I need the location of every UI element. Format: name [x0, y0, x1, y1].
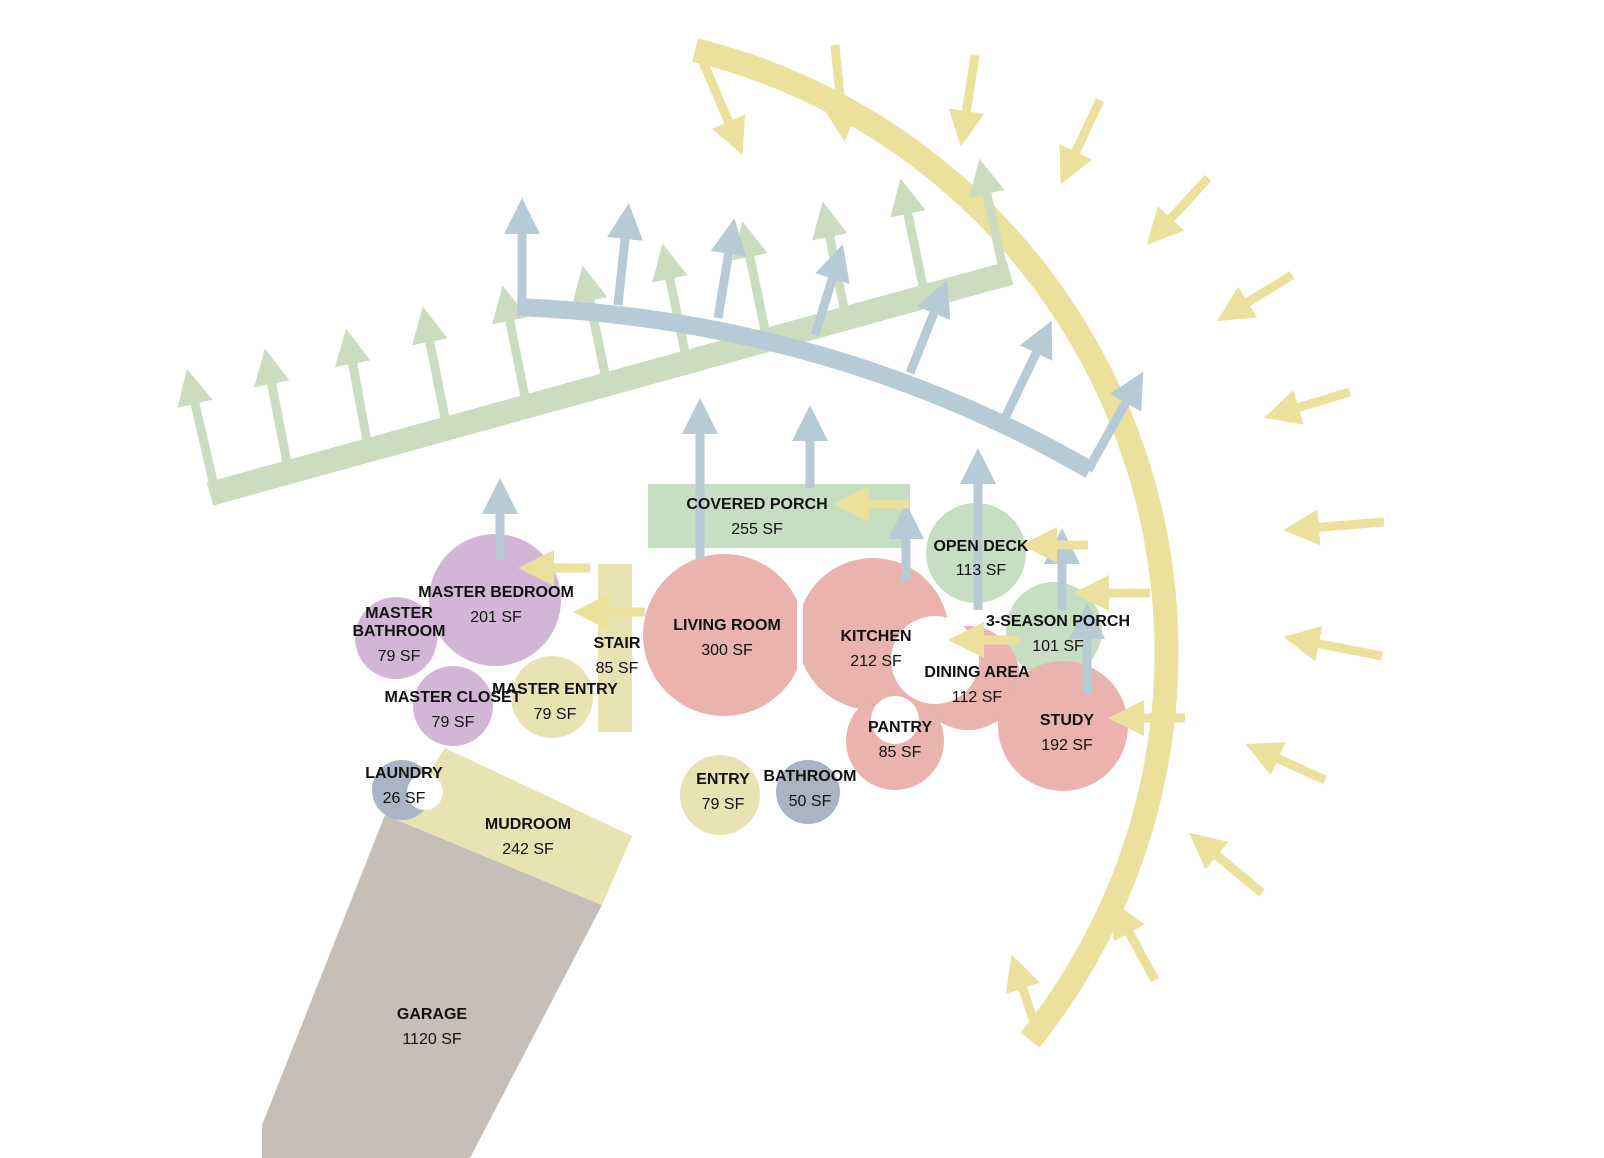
view-arrow	[810, 244, 850, 337]
sun-arrow	[1283, 626, 1383, 662]
view-arrow	[652, 243, 691, 358]
pantry-label: PANTRY	[868, 719, 932, 736]
mudroom-area: 242 SF	[502, 841, 554, 858]
master-closet-label: MASTER CLOSET	[385, 689, 522, 706]
blue-view-band	[516, 298, 1095, 478]
garage-label: GARAGE	[397, 1006, 468, 1023]
stair-label: STAIR	[594, 635, 641, 652]
view-arrow	[710, 218, 747, 319]
green-view-arrows	[177, 158, 1008, 492]
study-area: 192 SF	[1041, 737, 1093, 754]
open-deck-area: 113 SF	[956, 562, 1007, 579]
entry-shape	[680, 755, 760, 835]
sun-arrow	[1217, 271, 1295, 322]
sun-arrow	[1112, 901, 1159, 983]
mudroom-shape	[385, 748, 632, 905]
view-arrow	[905, 279, 951, 375]
view-arrow	[890, 178, 929, 292]
kitchen-label: KITCHEN	[840, 628, 911, 645]
garage-area: 1120 SF	[402, 1031, 462, 1048]
bathroom-label: BATHROOM	[763, 768, 856, 785]
view-line-blue	[504, 198, 1144, 478]
sun-arrow	[1189, 832, 1265, 897]
view-arrow	[732, 221, 771, 336]
master-closet-shape	[413, 666, 493, 746]
study-label: STUDY	[1040, 712, 1095, 729]
rooms	[262, 484, 1128, 1158]
pantry-area: 85 SF	[879, 744, 922, 761]
sun-arrow	[948, 54, 985, 147]
mudroom-label: MUDROOM	[485, 816, 571, 833]
view-arrow	[177, 368, 220, 492]
bathroom-shape	[776, 760, 840, 824]
room-labels: COVERED PORCH 255 SF OPEN DECK 113 SF MA…	[352, 496, 1130, 1048]
master-entry-shape	[511, 656, 593, 738]
open-deck-label: OPEN DECK	[933, 538, 1029, 555]
green-view-band	[206, 261, 1014, 506]
covered-porch-shape	[648, 484, 910, 548]
sun-arrow	[1283, 509, 1385, 546]
living-room-label: LIVING ROOM	[673, 617, 781, 634]
garage-shape	[262, 815, 602, 1158]
covered-porch-area: 255 SF	[731, 521, 783, 538]
master-entry-label: MASTER ENTRY	[492, 681, 618, 698]
master-bathroom-label-line2: BATHROOM	[352, 623, 445, 640]
master-bathroom-area: 79 SF	[378, 648, 421, 665]
master-bedroom-label: MASTER BEDROOM	[418, 584, 574, 601]
view-arrow	[607, 203, 643, 306]
sun-arrow	[823, 44, 860, 142]
master-entry-area: 79 SF	[534, 706, 577, 723]
view-arrow	[1000, 320, 1053, 420]
living-room-area: 300 SF	[701, 642, 753, 659]
gap-laundry	[407, 774, 443, 810]
three-season-porch-area: 101 SF	[1032, 638, 1084, 655]
living-room-shape	[643, 554, 805, 716]
sun-path-arc	[692, 38, 1385, 1048]
master-bedroom-area: 201 SF	[470, 609, 522, 626]
blue-view-arrows	[504, 198, 1144, 473]
sun-arrow	[1245, 742, 1327, 785]
stair-area: 85 SF	[596, 660, 639, 677]
view-arrow	[254, 348, 293, 469]
master-bathroom-shape	[355, 597, 437, 679]
sun-arrow	[1146, 174, 1212, 245]
stair-shape	[598, 564, 632, 732]
master-bathroom-label-line1: MASTER	[365, 605, 433, 622]
room-flow-arrows	[482, 398, 1185, 736]
bathroom-area: 50 SF	[789, 793, 832, 810]
sun-arc-band	[692, 38, 1179, 1048]
dining-area-label: DINING AREA	[924, 664, 1030, 681]
sun-arrow	[1059, 98, 1105, 185]
view-arrow	[969, 158, 1008, 270]
view-arrow	[492, 285, 531, 403]
laundry-label: LAUNDRY	[365, 765, 443, 782]
sun-arrow	[1264, 387, 1352, 425]
view-arrow	[1084, 371, 1144, 473]
study-shape	[998, 661, 1128, 791]
sun-arrow	[695, 53, 746, 155]
entry-area: 79 SF	[702, 796, 745, 813]
laundry-area: 26 SF	[383, 790, 426, 807]
dining-area-area: 112 SF	[952, 689, 1003, 706]
sun-arrows	[695, 44, 1385, 1042]
covered-porch-label: COVERED PORCH	[686, 496, 827, 513]
kitchen-area: 212 SF	[850, 653, 902, 670]
sun-arrow	[1005, 954, 1045, 1042]
gap-pantry	[871, 696, 919, 744]
view-line-green	[177, 158, 1014, 506]
entry-label: ENTRY	[696, 771, 750, 788]
view-arrow	[334, 328, 373, 447]
three-season-porch-label: 3-SEASON PORCH	[986, 613, 1130, 630]
master-closet-area: 79 SF	[432, 714, 475, 731]
view-arrow	[412, 306, 451, 424]
